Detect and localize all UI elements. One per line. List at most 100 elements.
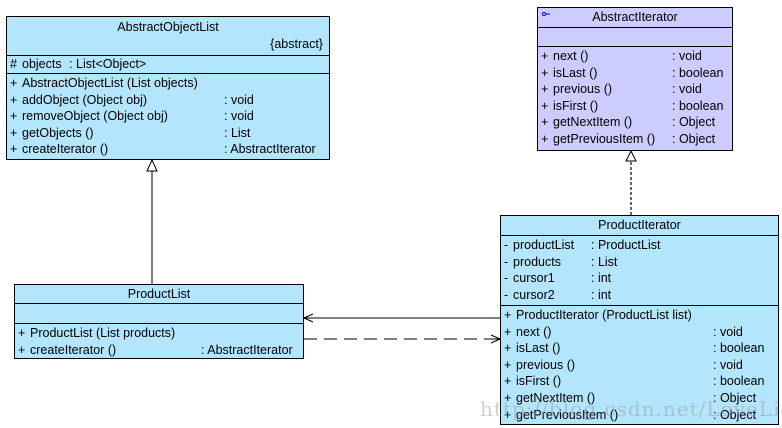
operation-return-type: : boolean: [672, 98, 724, 113]
visibility-marker: -: [504, 238, 509, 252]
operation-row: +createIterator (): AbstractIterator: [10, 141, 329, 158]
visibility-marker: +: [504, 357, 512, 372]
class-header: ProductIterator: [501, 216, 778, 236]
operation-row: + AbstractObjectList (List objects): [10, 75, 329, 92]
class-name: AbstractObjectList: [117, 20, 219, 34]
operation-row: +getPreviousItem (): Object: [504, 407, 778, 424]
operation-row: +isLast (): boolean: [504, 340, 778, 357]
operation-signature: getNextItem (): [516, 390, 596, 405]
operation-return-type: : Object: [672, 131, 716, 146]
interface-abstract-iterator[interactable]: AbstractIterator + next () : void + isLast …: [537, 7, 733, 151]
class-abstract-object-list[interactable]: AbstractObjectList {abstract} # objects :…: [6, 16, 330, 160]
attribute-name: products: [513, 254, 561, 269]
visibility-marker: +: [10, 109, 18, 124]
operation-return-type: : List: [224, 125, 251, 140]
operation-signature: previous (): [553, 82, 613, 97]
operation-signature: addObject (Object obj): [22, 92, 148, 107]
class-header: AbstractObjectList {abstract}: [7, 17, 329, 56]
operation-return-type: : void: [713, 357, 743, 372]
attribute-type: : ProductList: [591, 238, 661, 252]
visibility-marker: +: [541, 115, 549, 130]
operation-row: + addObject (Object obj) : void: [10, 92, 329, 109]
visibility-marker: +: [541, 82, 549, 97]
attribute-row: -products: List: [504, 254, 778, 271]
operation-row: + isFirst () : boolean: [504, 373, 778, 390]
operation-signature: AbstractObjectList (List objects): [22, 76, 198, 90]
operation-signature: isFirst (): [516, 374, 562, 389]
operation-return-type: : boolean: [713, 341, 765, 356]
operation-row: +getNextItem (): Object: [541, 114, 732, 131]
visibility-marker: +: [504, 407, 512, 422]
operation-row: +isFirst (): boolean: [541, 98, 732, 115]
attribute-name: objects: [22, 57, 62, 71]
operation-return-type: : AbstractIterator: [201, 342, 293, 357]
attribute-row: -productList : ProductList: [504, 237, 778, 254]
attribute-type: : List<Object>: [69, 57, 147, 71]
operation-row: + isLast () : boolean: [541, 65, 732, 82]
operation-signature: getObjects (): [22, 125, 94, 140]
operation-row: +getObjects (): List: [10, 125, 329, 142]
visibility-marker: -: [504, 271, 509, 286]
operations-compartment: + next () : void + isLast () : boolean + prev…: [538, 47, 732, 148]
attribute-type: : int: [591, 287, 612, 302]
operation-row: +next (): void: [504, 324, 778, 341]
operation-signature: isLast (): [553, 65, 598, 80]
operation-return-type: : void: [224, 109, 254, 124]
operation-return-type: : Object: [713, 390, 757, 405]
visibility-marker: +: [504, 390, 512, 405]
visibility-marker: +: [18, 342, 26, 357]
visibility-marker: +: [504, 341, 512, 356]
realization-arrowhead: [625, 149, 637, 162]
operation-return-type: : void: [672, 49, 702, 63]
operation-row: + getNextItem () : Object: [504, 390, 778, 407]
visibility-marker: -: [504, 287, 509, 302]
attribute-type: : List: [591, 254, 618, 269]
interface-icon: [542, 11, 550, 17]
operation-row: +removeObject (Object obj): void: [10, 108, 329, 125]
operation-return-type: : void: [713, 324, 743, 339]
class-product-list[interactable]: ProductList +ProductList (List products)…: [14, 284, 304, 359]
visibility-marker: #: [10, 57, 17, 71]
visibility-marker: +: [504, 308, 512, 322]
operation-signature: ProductIterator (ProductList list): [516, 308, 692, 322]
visibility-marker: +: [541, 131, 549, 146]
attribute-type: : int: [591, 271, 612, 286]
operation-signature: createIterator (): [30, 342, 117, 357]
class-name: ProductList: [127, 287, 191, 301]
operation-row: +ProductList (List products): [18, 325, 303, 342]
visibility-marker: +: [541, 65, 549, 80]
attribute-row: -cursor1: int: [504, 270, 778, 287]
class-name: ProductIterator: [598, 218, 681, 232]
operation-row: + createIterator () : AbstractIterator: [18, 342, 303, 359]
operation-signature: getPreviousItem (): [553, 131, 656, 146]
operations-compartment: + ProductIterator (ProductList list) +nex…: [501, 306, 778, 423]
attributes-compartment: -productList: ProductList -products: Lis…: [501, 236, 778, 306]
attributes-compartment: # objects : List<Object>: [7, 56, 329, 74]
operation-signature: isFirst (): [553, 98, 599, 113]
attribute-name: cursor2: [513, 287, 555, 302]
operation-return-type: : boolean: [713, 374, 765, 389]
attribute-name: productList: [513, 238, 575, 252]
visibility-marker: +: [10, 92, 18, 107]
operation-return-type: : AbstractIterator: [224, 142, 316, 157]
operation-row: + previous () : void: [541, 81, 732, 98]
operation-return-type: : Object: [672, 115, 716, 130]
visibility-marker: +: [504, 374, 512, 389]
class-header: ProductList: [15, 285, 303, 304]
class-header: AbstractIterator: [538, 8, 732, 28]
class-product-iterator[interactable]: ProductIterator -productList: ProductLis…: [500, 215, 779, 425]
visibility-marker: +: [10, 76, 18, 90]
operation-signature: createIterator (): [22, 142, 109, 157]
operation-return-type: : Object: [713, 407, 757, 422]
operation-return-type: : void: [672, 82, 702, 97]
operation-signature: ProductList (List products): [30, 326, 176, 340]
generalization-arrowhead: [146, 158, 158, 172]
operation-signature: next (): [553, 49, 589, 63]
watermark: http://blog.csdn.net/LoveLion: [480, 397, 782, 421]
operation-return-type: : void: [224, 92, 254, 107]
operation-row: + ProductIterator (ProductList list): [504, 307, 778, 324]
operations-compartment: +ProductList (List products) + createIter…: [15, 324, 303, 358]
operation-return-type: : boolean: [672, 65, 724, 80]
attribute-row: # objects : List<Object>: [10, 56, 329, 73]
